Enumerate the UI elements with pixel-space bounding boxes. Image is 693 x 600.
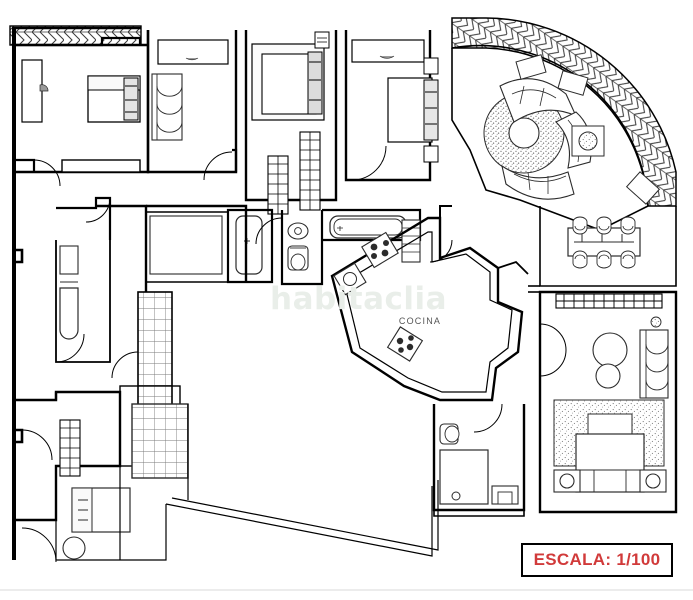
scale-badge: ESCALA: 1/100: [521, 543, 673, 577]
kitchen-appliance: [386, 326, 424, 362]
scale-label: ESCALA: 1/100: [533, 550, 661, 569]
kitchen-label: COCINA: [399, 316, 441, 326]
radiator: [555, 293, 663, 309]
bathroom-left: [55, 196, 112, 363]
bathroom-center: [255, 210, 324, 286]
appliance: [491, 485, 519, 505]
side-table: [571, 125, 605, 157]
dining-room: [539, 206, 677, 287]
radiator: [267, 155, 289, 215]
kitchen-appliance: [361, 231, 399, 269]
bedroom-top-left-alcove: [146, 30, 238, 181]
toilet: [287, 245, 309, 271]
bathtub: [329, 215, 407, 239]
bathroom-upper-center: [322, 208, 422, 263]
bedroom-middle-left: [145, 211, 229, 283]
bottom-diagonal-walls: [55, 404, 439, 561]
sink: [287, 222, 309, 240]
nightstand-lamp: [553, 469, 581, 493]
master-bedroom-bottom-right: [538, 290, 678, 514]
round-rug: [483, 92, 565, 174]
bathtub: [59, 281, 79, 340]
sofa: [501, 164, 575, 200]
bathtub: [235, 215, 263, 275]
radiator: [59, 419, 81, 477]
bedroom-top-center: [244, 30, 338, 215]
radiator: [299, 131, 321, 211]
bedroom-top-left: [16, 30, 150, 187]
structural-walls: [12, 26, 141, 560]
utility-room: [432, 403, 526, 512]
bed: [71, 487, 131, 533]
nightstand-lamp: [639, 469, 667, 493]
living-room-curved: [451, 44, 661, 231]
shower: [59, 245, 79, 275]
bed: [553, 399, 665, 493]
sofa: [639, 329, 669, 399]
bedroom-top-right: [344, 30, 439, 182]
sofa: [151, 73, 183, 141]
cabinet: [401, 219, 421, 263]
kitchen-appliance: [333, 262, 367, 296]
kitchen: COCINA: [330, 205, 529, 402]
wardrobe: [131, 403, 189, 479]
toilet: [439, 423, 460, 445]
lower-right-boundary: [433, 285, 540, 517]
